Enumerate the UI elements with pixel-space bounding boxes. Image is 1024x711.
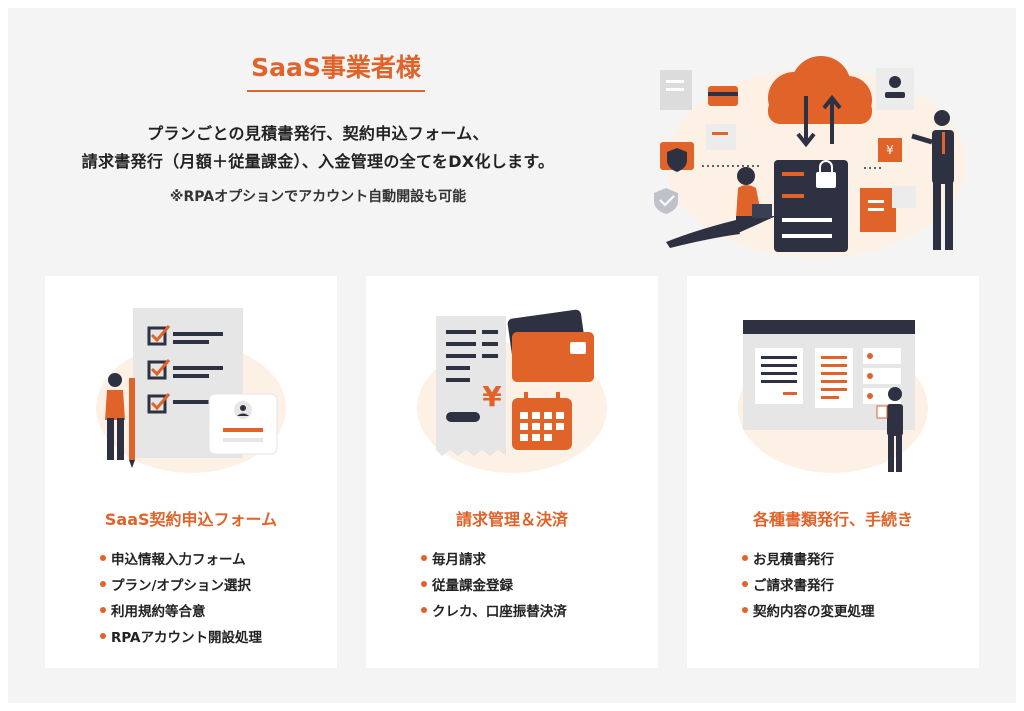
person-with-laptop: [666, 167, 776, 248]
server-icon: [774, 160, 848, 252]
feature-card: SaaS契約申込フォーム 申込情報入力フォーム プラン/オプション選択 利用規約…: [45, 276, 337, 668]
credit-card-icon: [507, 309, 594, 382]
calendar-icon: [512, 392, 572, 450]
bullet-icon: [421, 555, 427, 561]
bullet-icon: [742, 581, 748, 587]
list-item: お見積書発行: [742, 550, 875, 576]
hero-description: プランごとの見積書発行、契約申込フォーム、 請求書発行（月額＋従量課金）、入金管…: [8, 120, 628, 176]
cloud-icon: [768, 56, 872, 148]
bullet-icon: [742, 555, 748, 561]
page-background: SaaS事業者様 プランごとの見積書発行、契約申込フォーム、 請求書発行（月額＋…: [8, 8, 1016, 703]
bullet-icon: [421, 607, 427, 613]
bullet-icon: [421, 581, 427, 587]
hero-line-1: プランごとの見積書発行、契約申込フォーム、: [147, 124, 489, 143]
bullet-icon: [100, 633, 106, 639]
list-item: 契約内容の変更処理: [742, 602, 875, 628]
bullet-icon: [100, 555, 106, 561]
list-item: 毎月請求: [421, 550, 567, 576]
list-item: 利用規約等合意: [100, 602, 262, 628]
application-form-illustration: [96, 308, 286, 473]
list-item: プラン/オプション選択: [100, 576, 262, 602]
yen-symbol: ¥: [886, 143, 894, 157]
bullet-icon: [742, 607, 748, 613]
woman-with-pencil-figure: [105, 373, 135, 468]
shield-icon: [667, 148, 687, 172]
card-title: 請求管理＆決済: [455, 510, 568, 529]
billing-illustration: ¥: [417, 309, 607, 473]
yen-symbol: ¥: [482, 380, 502, 413]
feature-card: 各種書類発行、手続き お見積書発行 ご請求書発行 契約内容の変更処理: [687, 276, 979, 668]
businessman-figure: [876, 387, 903, 472]
feature-list: 申込情報入力フォーム プラン/オプション選択 利用規約等合意 RPAアカウント開…: [100, 550, 262, 654]
hero-note: ※RPAオプションでアカウント自動開設も可能: [169, 189, 467, 205]
hero-title: SaaS事業者様: [247, 48, 425, 92]
list-item: 従量課金登録: [421, 576, 567, 602]
list-item: ご請求書発行: [742, 576, 875, 602]
list-item: クレカ、口座振替決済: [421, 602, 567, 628]
card-title: SaaS契約申込フォーム: [104, 510, 278, 529]
feature-list: お見積書発行 ご請求書発行 契約内容の変更処理: [742, 550, 875, 628]
documents-illustration: [738, 320, 928, 473]
bullet-icon: [100, 581, 106, 587]
card-title: 各種書類発行、手続き: [752, 510, 913, 529]
list-item: 申込情報入力フォーム: [100, 550, 262, 576]
profile-card: [876, 68, 914, 110]
bullet-icon: [100, 607, 106, 613]
receipt-icon: ¥: [436, 316, 506, 456]
feature-card: ¥ 請求管理＆決済 毎月請求 従量課金登録 クレカ、口座振替決済: [366, 276, 658, 668]
feature-list: 毎月請求 従量課金登録 クレカ、口座振替決済: [421, 550, 567, 628]
list-item: RPAアカウント開設処理: [100, 628, 262, 654]
hero-line-2: 請求書発行（月額＋従量課金）、入金管理の全てをDX化します。: [81, 152, 555, 171]
profile-card-icon: [208, 393, 278, 455]
hero-section: SaaS事業者様 プランごとの見積書発行、契約申込フォーム、 請求書発行（月額＋…: [8, 48, 628, 206]
businessman-figure: [911, 110, 954, 250]
hero-illustration: ¥: [654, 56, 966, 258]
checkbox-icon: [147, 325, 223, 346]
